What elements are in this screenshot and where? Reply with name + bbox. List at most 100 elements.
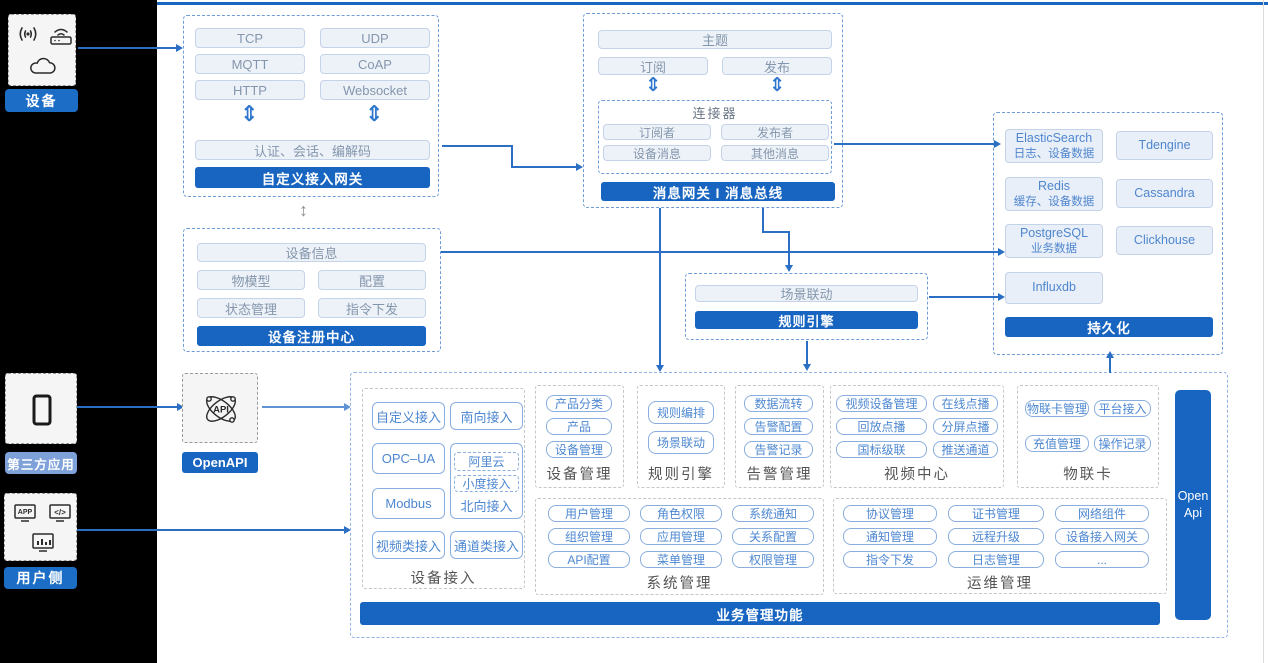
arrowhead <box>344 526 351 534</box>
arrowhead <box>998 248 1005 256</box>
user-side-icon-box: APP </> <box>4 493 77 561</box>
pill-command-send: 指令下发 <box>843 551 937 568</box>
pill-aliyun: 阿里云 <box>454 452 519 471</box>
third-party-icon-box <box>5 373 77 444</box>
section-title-alarm: 告警管理 <box>746 467 813 483</box>
pill-more: ... <box>1055 551 1149 568</box>
protocol-http: HTTP <box>195 80 305 100</box>
double-arrow-icon: ⇕ <box>240 101 259 126</box>
connector-line <box>806 341 808 365</box>
db-name: ElasticSearch <box>1015 131 1093 145</box>
double-arrow-icon: ⇕ <box>645 75 661 96</box>
third-party-label: 第三方应用 <box>5 452 77 474</box>
topic-cell: 主题 <box>598 30 832 49</box>
pill-south-access: 南向接入 <box>450 402 523 430</box>
openapi-icon-box: API <box>182 373 258 443</box>
pill-api-config: API配置 <box>548 551 630 568</box>
connector-title: 连接器 <box>692 106 738 121</box>
arrowhead <box>576 163 583 171</box>
pill-product: 产品 <box>546 418 612 435</box>
section-title-iot-card: 物联卡 <box>1063 467 1113 483</box>
arrow-openapi-to-business <box>262 406 344 408</box>
connector-line <box>1109 357 1111 373</box>
pill-device-mgmt: 设备管理 <box>546 441 612 458</box>
pill-menu-mgmt: 菜单管理 <box>640 551 722 568</box>
pill-perm-mgmt: 权限管理 <box>732 551 814 568</box>
pill-channel-access: 通道类接入 <box>450 531 523 559</box>
publisher-cell: 发布者 <box>721 124 829 140</box>
pill-iot-card-mgmt: 物联卡管理 <box>1025 400 1089 417</box>
devices-icon-box <box>8 14 76 86</box>
pill-playback: 回放点播 <box>836 418 927 435</box>
db-name: Tdengine <box>1138 137 1191 152</box>
message-gateway-title-bar: 消息网关 I 消息总线 <box>601 182 835 201</box>
connector-line <box>929 296 998 298</box>
arrowhead <box>998 293 1005 301</box>
pill-network-component: 网络组件 <box>1055 505 1149 522</box>
arrowhead <box>177 403 184 411</box>
db-tdengine: Tdengine <box>1116 131 1213 160</box>
section-title-ops-mgmt: 运维管理 <box>967 576 1033 592</box>
db-name: Influxdb <box>1032 280 1076 295</box>
svg-text:APP: APP <box>18 509 33 516</box>
pill-split-screen: 分屏点播 <box>933 418 998 435</box>
protocol-coap: CoAP <box>320 54 430 74</box>
section-title-device-mgmt: 设备管理 <box>546 467 613 483</box>
chart-monitor-icon <box>29 530 57 556</box>
config-cell: 配置 <box>318 270 426 290</box>
pill-user-mgmt: 用户管理 <box>548 505 630 522</box>
pill-video-access: 视频类接入 <box>372 531 445 559</box>
db-sub: 业务数据 <box>1031 242 1077 255</box>
section-title-system-mgmt: 系统管理 <box>646 576 713 592</box>
section-title-video-center: 视频中心 <box>884 467 950 483</box>
cloud-icon <box>27 53 59 79</box>
top-accent-line <box>157 2 1268 5</box>
user-side-label: 用户侧 <box>4 567 77 589</box>
connector-line <box>511 166 576 168</box>
connector-line <box>511 145 513 168</box>
thing-model-cell: 物模型 <box>197 270 305 290</box>
pill-custom-access: 自定义接入 <box>372 402 445 430</box>
custom-gateway-title-bar: 自定义接入网关 <box>195 167 430 188</box>
command-cell: 指令下发 <box>318 298 426 318</box>
arrow-thirdparty-to-openapi <box>77 406 177 408</box>
right-edge-line <box>1263 0 1264 663</box>
connector-line <box>788 231 790 266</box>
pill-log-mgmt: 日志管理 <box>948 551 1044 568</box>
pill-cert-mgmt: 证书管理 <box>948 505 1044 522</box>
pill-data-flow: 数据流转 <box>744 395 813 412</box>
arrowhead <box>176 44 183 52</box>
db-influxdb: Influxdb <box>1005 272 1103 304</box>
session-codec-cell: 认证、会话、编解码 <box>195 140 430 160</box>
protocol-websocket: Websocket <box>320 80 430 100</box>
other-msg-cell: 其他消息 <box>721 145 829 161</box>
db-name: Cassandra <box>1134 185 1195 200</box>
db-postgresql: PostgreSQL 业务数据 <box>1005 224 1103 258</box>
updown-arrow-icon: ↕ <box>299 200 308 220</box>
scene-linkage-cell: 场景联动 <box>695 285 918 302</box>
svg-text:API: API <box>213 405 229 416</box>
db-clickhouse: Clickhouse <box>1116 226 1213 255</box>
protocol-udp: UDP <box>320 28 430 48</box>
connector-line <box>659 208 661 366</box>
pill-relation-config: 关系配置 <box>732 528 814 545</box>
device-info-cell: 设备信息 <box>197 243 426 262</box>
arrowhead <box>785 265 793 272</box>
section-title-rule-engine: 规则引擎 <box>648 467 714 483</box>
pill-recharge-mgmt: 充值管理 <box>1025 435 1089 452</box>
arrowhead <box>803 364 811 371</box>
pill-operation-record: 操作记录 <box>1094 435 1151 452</box>
rule-engine-title-bar: 规则引擎 <box>695 311 918 329</box>
status-mgmt-cell: 状态管理 <box>197 298 305 318</box>
device-registry-title-bar: 设备注册中心 <box>197 326 426 346</box>
pill-platform-access: 平台接入 <box>1094 400 1151 417</box>
openapi-label: OpenAPI <box>182 452 258 473</box>
pill-rule-orchestration: 规则编排 <box>648 401 714 424</box>
persistence-title-bar: 持久化 <box>1005 317 1213 337</box>
pill-video-device-mgmt: 视频设备管理 <box>836 395 927 412</box>
pill-notice-mgmt: 通知管理 <box>843 528 937 545</box>
db-cassandra: Cassandra <box>1116 179 1213 208</box>
subscribe-cell: 订阅 <box>598 57 708 75</box>
north-access-label: 北向接入 <box>460 498 513 514</box>
